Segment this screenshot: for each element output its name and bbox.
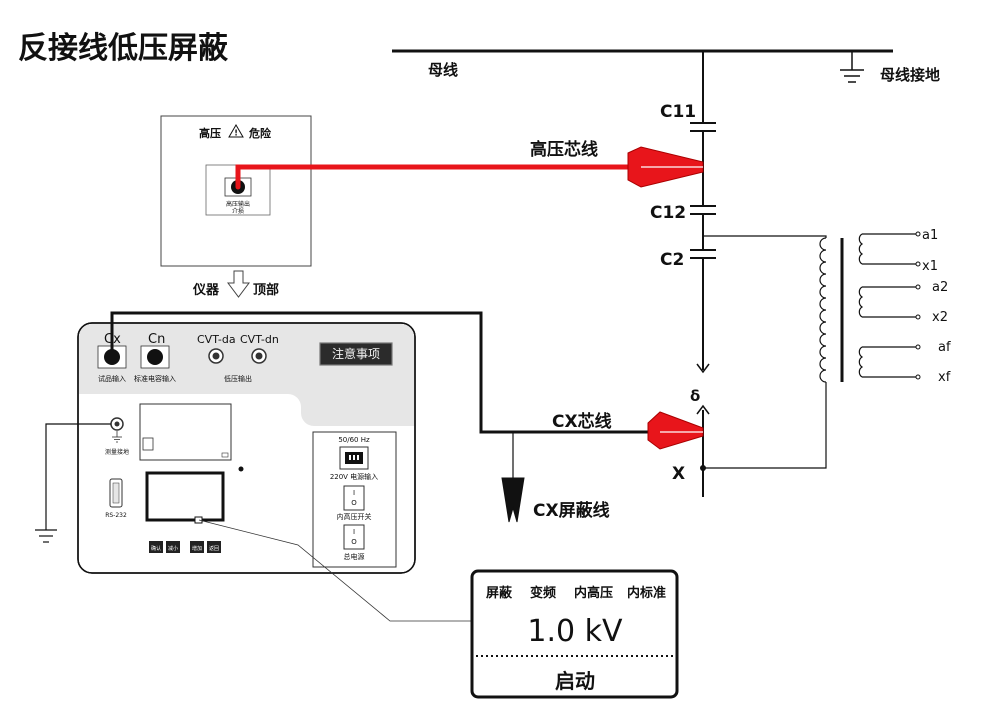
indicator-dot [238,466,244,472]
main-power-switch[interactable] [343,524,365,550]
cvt-terminals [915,231,921,380]
danger-label: 危险 [248,126,272,140]
voltage-readout: 1.0 kV [527,614,623,649]
cx-core-wire [110,311,650,434]
start-button[interactable]: 启动 [555,669,595,693]
rs232-label: RS-232 [105,512,127,519]
keypad: 确认 减小 增加 返回 [149,541,221,553]
display-callout: 屏蔽 变频 内高压 内标准 1.0 kV 启动 [470,569,679,699]
top-side-label: 顶部 [253,282,279,298]
power-section: 50/60 Hz 220V 电源输入 I O 内高压开关 I O 总电源 [312,431,397,568]
cx-core-clip-icon [647,411,704,450]
svg-text:!: ! [234,129,238,138]
tab-shield[interactable]: 屏蔽 [486,585,513,601]
printer-slot [139,403,232,461]
delta-label: δ [690,387,700,405]
cn-sub-label: 标准电容输入 [134,374,176,383]
terminal-af-label: af [938,340,951,355]
cvt-da-label: CVT-da [197,333,236,346]
cx-shield-label: CX屏蔽线 [533,500,610,521]
ground-symbol-icon [112,431,122,443]
cx-sub-label: 试品输入 [98,374,126,383]
tab-frequency[interactable]: 变频 [530,585,556,601]
tab-inner-standard[interactable]: 内标准 [627,585,666,601]
bus-label: 母线 [428,61,458,79]
measure-ground-wire [35,423,111,543]
instrument-front-panel: Cx Cn 试品输入 标准电容输入 CVT-da CVT-dn 低压输出 注意事… [77,322,416,574]
cx-core-label: CX芯线 [552,411,612,432]
page-title: 反接线低压屏蔽 [18,31,229,66]
notice-button-label: 注意事项 [332,346,380,361]
cn-input-socket-icon[interactable] [147,349,163,365]
cx-shield-clip-icon [501,477,525,523]
dielectric-loss-label: 介损 [232,207,244,215]
power-input-label: 220V 电源输入 [330,472,378,481]
delta-arrow-up-icon [696,404,710,415]
key-confirm[interactable] [149,541,163,553]
key-back[interactable] [207,541,221,553]
callout-line [198,519,472,622]
lv-output-label: 低压输出 [224,374,252,383]
hv-output-label: 高压输出 [226,200,250,208]
frequency-label: 50/60 Hz [338,436,370,444]
key-increase[interactable] [190,541,204,553]
x-node-dot [700,465,706,471]
instrument-screen [145,471,225,522]
inner-hv-switch-label: 内高压开关 [337,512,372,521]
instrument-label: 仪器 [192,283,220,298]
svg-text:确认: 确认 [151,545,161,552]
hv-core-clip-icon [627,146,704,188]
arrow-down-icon [227,270,250,298]
svg-text:增加: 增加 [192,545,202,552]
x-node-label: X [672,464,685,484]
c12-label: C12 [650,203,686,223]
cvt-dn-label: CVT-dn [240,333,279,346]
main-power-label: 总电源 [344,552,365,561]
hv-core-wire [235,164,635,190]
svg-text:返回: 返回 [209,545,219,552]
terminal-a1-label: a1 [922,228,938,243]
svg-text:I: I [353,489,355,497]
notice-button[interactable]: 注意事项 [319,342,393,366]
svg-text:O: O [351,538,357,546]
terminal-xf-label: xf [938,370,951,385]
warning-triangle-icon [228,124,244,138]
key-decrease[interactable] [166,541,180,553]
svg-text:I: I [353,528,355,536]
c2-label: C2 [660,250,684,270]
c11-label: C11 [660,102,696,122]
tab-inner-hv[interactable]: 内高压 [574,585,613,601]
top-panel: 高压 ! 危险 高压输出 介损 [160,115,312,267]
cvt-transformer [703,233,918,469]
bus-ground-label: 母线接地 [880,66,940,84]
bus-ground-symbol [840,51,864,83]
cn-input-label: Cn [148,332,165,347]
warning-label: 高压 [199,126,221,140]
measure-ground-label: 测量接地 [105,448,129,456]
terminal-x2-label: x2 [932,310,948,325]
svg-text:O: O [351,499,357,507]
rs232-port-icon[interactable] [109,478,123,508]
hv-core-label: 高压芯线 [530,139,598,160]
inner-hv-switch[interactable] [343,485,365,511]
delta-arrow-down-icon [696,363,710,374]
terminal-x1-label: x1 [922,259,938,274]
terminal-a2-label: a2 [932,280,948,295]
svg-text:减小: 减小 [168,545,178,552]
